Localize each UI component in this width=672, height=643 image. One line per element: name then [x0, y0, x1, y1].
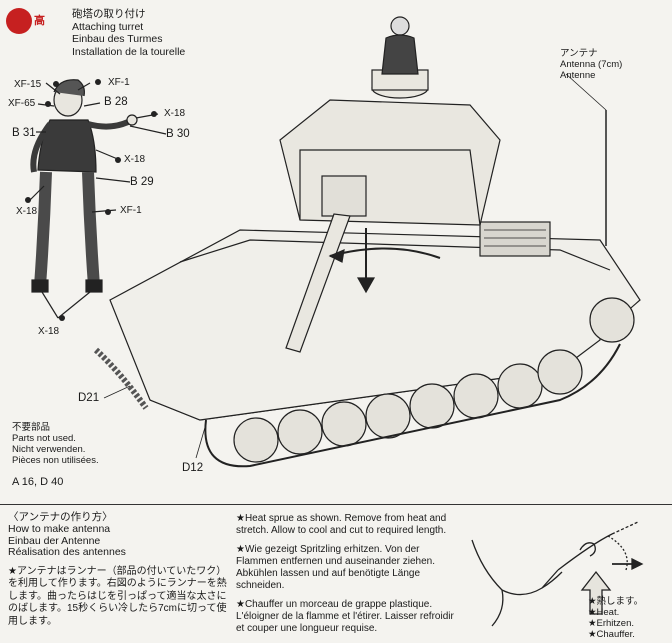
header-title-jp: 砲塔の取り付け: [72, 8, 146, 20]
howto-title-jp: 〈アンテナの作り方〉: [8, 511, 113, 523]
logo-mark-icon: [6, 8, 32, 34]
callout-x18-c: X-18: [16, 206, 38, 217]
callout-b28: B 28: [104, 96, 128, 108]
heat-sprue-illustration: [471, 521, 644, 627]
callout-xf15: XF-15: [14, 79, 42, 90]
howto-steps: ★Heat sprue as shown. Remove from heat a…: [236, 513, 456, 642]
callout-x18-d: X-18: [38, 326, 60, 337]
antenna-label: アンテナ Antenna (7cm) Antenne: [560, 48, 622, 81]
not-used-de: Nicht verwenden.: [12, 444, 86, 455]
howto-step-jp: ★アンテナはランナー（部品の付いていたワク）を利用して作ります。右図のようにラン…: [8, 566, 227, 627]
header-title-fr: Installation de la tourelle: [72, 45, 186, 58]
parts-not-used-block: 不要部品 Parts not used. Nicht verwenden. Pi…: [12, 422, 99, 466]
heat-legend-jp: ★熱します。: [588, 596, 644, 607]
howto-title-fr: Réalisation des antennes: [8, 546, 126, 559]
heat-legend-de: ★Erhitzen.: [588, 618, 635, 629]
section-divider: [0, 504, 672, 505]
section-header: 砲塔の取り付け Attaching turret Einbau des Turm…: [72, 8, 185, 58]
header-title-en: Attaching turret: [72, 20, 144, 33]
logo-text: 高: [34, 15, 45, 27]
howto-step-fr: ★Chauffer un morceau de grappe plastique…: [236, 599, 454, 634]
not-used-parts: A 16, D 40: [12, 476, 64, 488]
callout-d12: D12: [182, 462, 204, 474]
heat-legend-fr: ★Chauffer.: [588, 629, 635, 640]
callout-b29: B 29: [130, 176, 154, 188]
header-title-de: Einbau des Turmes: [72, 33, 163, 45]
howto-step-de: ★Wie gezeigt Spritzling erhitzen. Von de…: [236, 544, 436, 591]
howto-title-en: How to make antenna: [8, 522, 111, 535]
antenna-label-jp: アンテナ: [560, 48, 598, 59]
callout-xf1-mid: XF-1: [120, 205, 142, 216]
antenna-label-de: Antenne: [560, 70, 596, 81]
not-used-fr: Pièces non utilisées.: [12, 455, 99, 466]
callout-xf65: XF-65: [8, 98, 36, 109]
howto-step-en: ★Heat sprue as shown. Remove from heat a…: [236, 513, 447, 536]
crew-figure-illustration: [25, 16, 641, 468]
callout-x18-b: X-18: [124, 154, 146, 165]
antenna-howto-title: 〈アンテナの作り方〉 How to make antenna Einbau de…: [8, 511, 220, 559]
not-used-en: Parts not used.: [12, 433, 76, 444]
callout-d21: D21: [78, 392, 100, 404]
antenna-label-en: Antenna (7cm): [560, 59, 623, 70]
howto-title-de: Einbau der Antenne: [8, 534, 101, 547]
not-used-jp: 不要部品: [12, 422, 51, 433]
callout-b31: B 31: [12, 127, 36, 139]
heat-legend: ★熱します。 ★Heat. ★Erhitzen. ★Chauffer.: [588, 596, 643, 640]
callout-x18-a: X-18: [164, 108, 186, 119]
heat-legend-en: ★Heat.: [588, 607, 620, 618]
site-logo: 高: [4, 6, 64, 44]
callout-xf1-top: XF-1: [108, 77, 130, 88]
callout-b30: B 30: [166, 128, 190, 140]
